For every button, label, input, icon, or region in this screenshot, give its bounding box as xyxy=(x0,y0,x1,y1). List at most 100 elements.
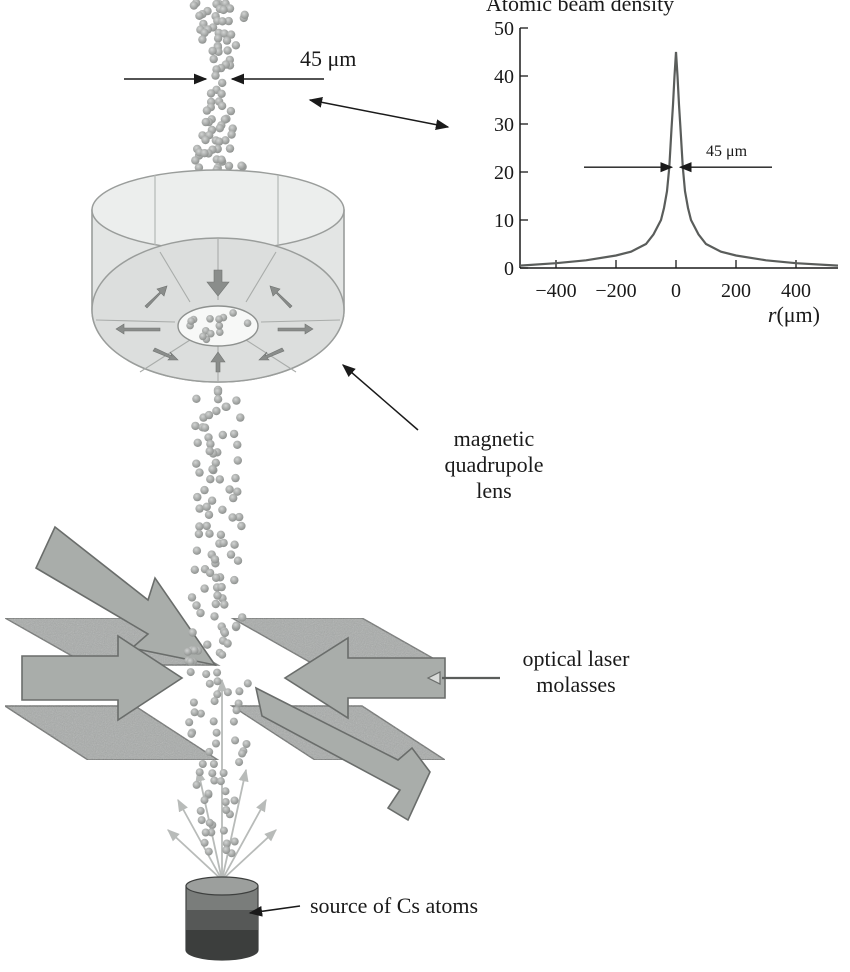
cs-source-cylinder xyxy=(185,876,259,961)
atom-9 xyxy=(219,5,228,15)
atom-166 xyxy=(210,612,219,621)
atom-105 xyxy=(200,423,210,432)
atom-164 xyxy=(220,600,229,609)
atom-225 xyxy=(204,789,213,798)
fwhm-label: 45 μm xyxy=(706,143,748,160)
atom-66 xyxy=(221,136,230,145)
atom-119 xyxy=(208,465,217,474)
atom-174 xyxy=(220,628,230,638)
atom-220 xyxy=(210,776,219,785)
x-tick-label-3: 200 xyxy=(721,280,751,302)
atom-158 xyxy=(200,584,209,593)
atom-231 xyxy=(196,806,205,815)
atom-35 xyxy=(223,46,232,55)
atom-27 xyxy=(213,34,223,43)
chart-axes xyxy=(519,28,838,269)
atom-180 xyxy=(190,646,199,655)
atom-137 xyxy=(195,522,204,531)
atom-159 xyxy=(217,582,226,592)
atom-117 xyxy=(233,456,242,465)
atom-45 xyxy=(206,89,216,98)
atom-134 xyxy=(235,512,244,522)
atom-41 xyxy=(212,65,221,74)
atom-28 xyxy=(198,35,207,44)
atom-43 xyxy=(218,78,227,88)
atom-192 xyxy=(213,677,222,686)
atom-107 xyxy=(218,430,227,440)
atom-254 xyxy=(229,309,237,317)
atom-222 xyxy=(192,780,201,789)
atom-127 xyxy=(207,496,217,505)
atom-108 xyxy=(229,429,239,439)
atom-198 xyxy=(234,699,243,708)
atom-196 xyxy=(189,698,198,707)
atom-8 xyxy=(225,4,235,13)
atom-152 xyxy=(190,565,199,574)
atom-240 xyxy=(230,837,239,846)
x-axis-label-var: r xyxy=(768,302,777,327)
atom-153 xyxy=(205,568,215,578)
atom-167 xyxy=(238,613,247,622)
atom-125 xyxy=(200,485,209,495)
y-tick-label-10: 10 xyxy=(494,210,514,232)
atom-126 xyxy=(233,487,242,496)
atom-218 xyxy=(208,769,217,778)
atom-234 xyxy=(205,818,214,827)
atom-206 xyxy=(212,728,221,737)
atom-230 xyxy=(222,806,231,814)
atom-103 xyxy=(191,421,200,431)
atom-223 xyxy=(221,787,230,796)
atom-96 xyxy=(192,394,201,403)
atom-114 xyxy=(205,446,214,456)
lens-label-line-1: magnetic xyxy=(454,426,535,451)
x-tick-label-4: 400 xyxy=(781,280,811,302)
chart-title: Atomic beam density xyxy=(486,0,674,16)
atom-162 xyxy=(187,593,197,602)
atom-161 xyxy=(213,591,222,600)
atom-219 xyxy=(195,768,204,777)
lens-label-line-2: quadrupole xyxy=(445,452,544,477)
atom-217 xyxy=(219,769,228,777)
atom-34 xyxy=(208,46,217,56)
atom-208 xyxy=(212,739,220,748)
atom-133 xyxy=(204,510,214,519)
y-tick-label-0: 0 xyxy=(504,258,514,280)
atom-236 xyxy=(207,828,216,837)
atom-187 xyxy=(186,668,195,677)
y-tick-label-50: 50 xyxy=(494,18,514,40)
atom-129 xyxy=(193,492,202,502)
atom-80 xyxy=(217,155,226,164)
x-tick-label-1: −200 xyxy=(595,280,636,302)
atom-111 xyxy=(193,438,202,447)
atom-204 xyxy=(229,717,238,726)
atom-216 xyxy=(198,760,207,768)
atom-18 xyxy=(218,17,227,26)
atom-182 xyxy=(218,650,227,659)
x-axis-label: r(μm) xyxy=(768,302,820,327)
atom-177 xyxy=(223,639,232,648)
atom-101 xyxy=(204,410,214,420)
atom-13 xyxy=(240,10,249,19)
atom-227 xyxy=(230,796,239,805)
atom-221 xyxy=(216,777,225,786)
source-label: source of Cs atoms xyxy=(310,893,478,918)
atom-131 xyxy=(218,505,227,514)
atom-150 xyxy=(233,556,243,565)
atom-189 xyxy=(213,668,222,677)
atom-132 xyxy=(202,502,211,511)
atom-188 xyxy=(202,670,211,679)
atom-29 xyxy=(222,36,232,45)
atom-213 xyxy=(238,749,247,758)
molasses-label-line-1: optical laser xyxy=(523,646,631,671)
atom-190 xyxy=(243,679,252,688)
atom-65 xyxy=(201,135,210,145)
atomic-beam xyxy=(189,0,249,179)
atom-24 xyxy=(220,29,229,38)
atom-256 xyxy=(199,332,207,341)
atom-121 xyxy=(231,473,240,483)
x-tick-label-0: −400 xyxy=(535,280,576,302)
atom-116 xyxy=(211,458,220,467)
atom-215 xyxy=(209,760,218,768)
atom-175 xyxy=(203,640,212,649)
